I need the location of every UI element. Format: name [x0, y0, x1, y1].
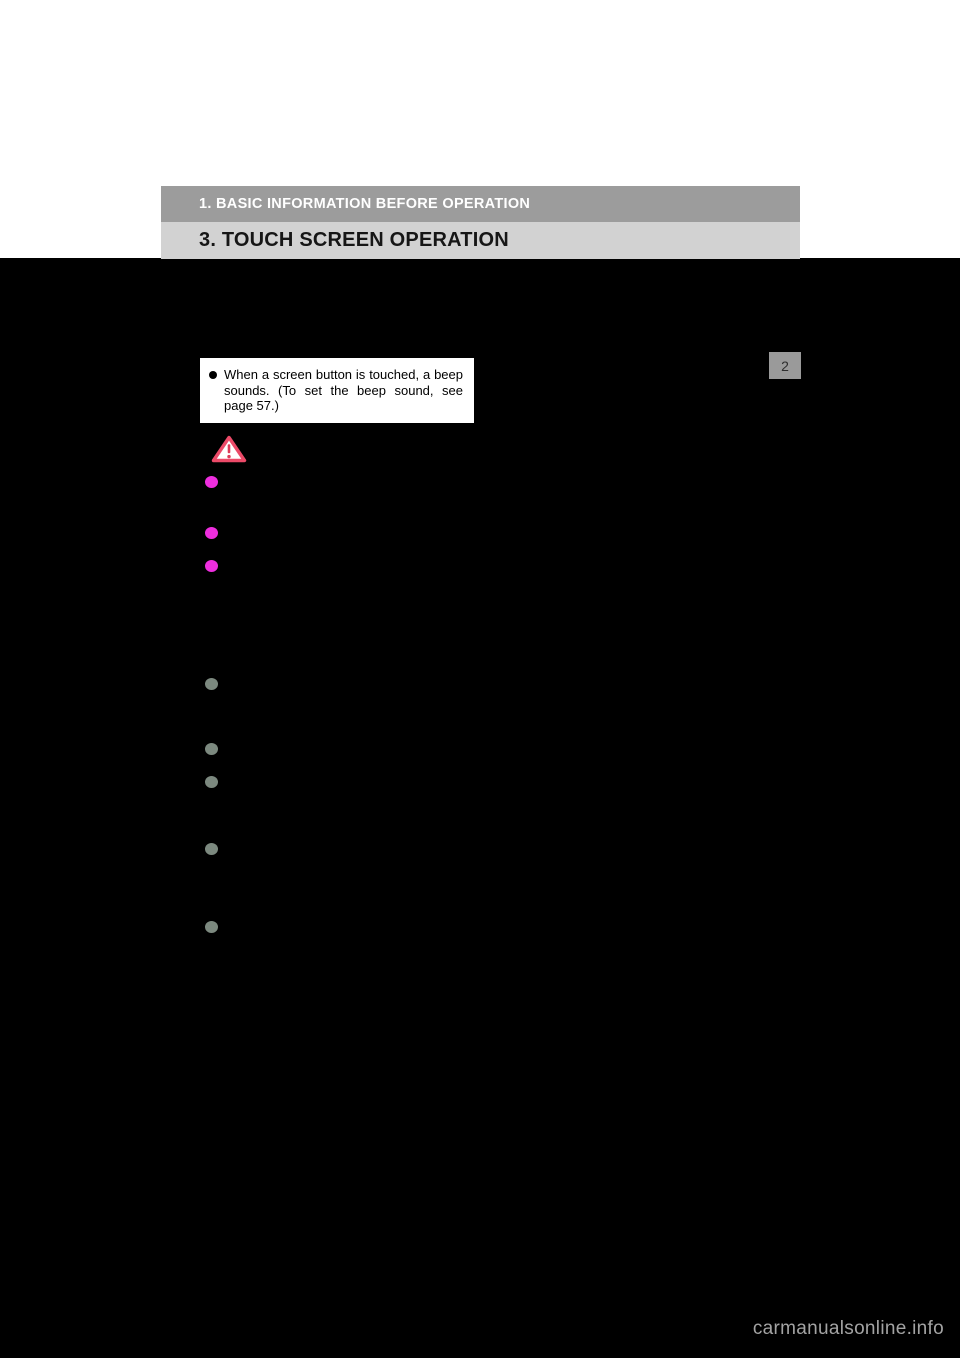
list-bullet-icon	[205, 921, 218, 933]
list-bullet-icon	[205, 476, 218, 488]
section-header-label: 1. BASIC INFORMATION BEFORE OPERATION	[199, 196, 531, 212]
list-bullet-icon	[205, 560, 218, 572]
watermark-text: carmanualsonline.info	[752, 1318, 944, 1339]
caution-triangle-svg	[211, 435, 247, 463]
list-bullet-icon	[205, 527, 218, 539]
chapter-tab-badge: 2	[769, 352, 801, 379]
beep-note-text: When a screen button is touched, a beep …	[209, 367, 463, 414]
list-bullet-icon	[205, 678, 218, 690]
chapter-tab-number: 2	[781, 357, 789, 374]
chapter-title-bar: 3. TOUCH SCREEN OPERATION	[161, 222, 800, 259]
beep-note-box: When a screen button is touched, a beep …	[200, 358, 474, 423]
black-dot-bullet-icon	[209, 370, 217, 379]
list-bullet-icon	[205, 743, 218, 755]
list-bullet-icon	[205, 776, 218, 788]
chapter-title-label: 3. TOUCH SCREEN OPERATION	[199, 229, 509, 251]
list-bullet-icon	[205, 843, 218, 855]
beep-note-body: When a screen button is touched, a beep …	[224, 367, 463, 413]
caution-triangle-icon	[211, 435, 247, 463]
section-header-bar: 1. BASIC INFORMATION BEFORE OPERATION	[161, 186, 800, 222]
